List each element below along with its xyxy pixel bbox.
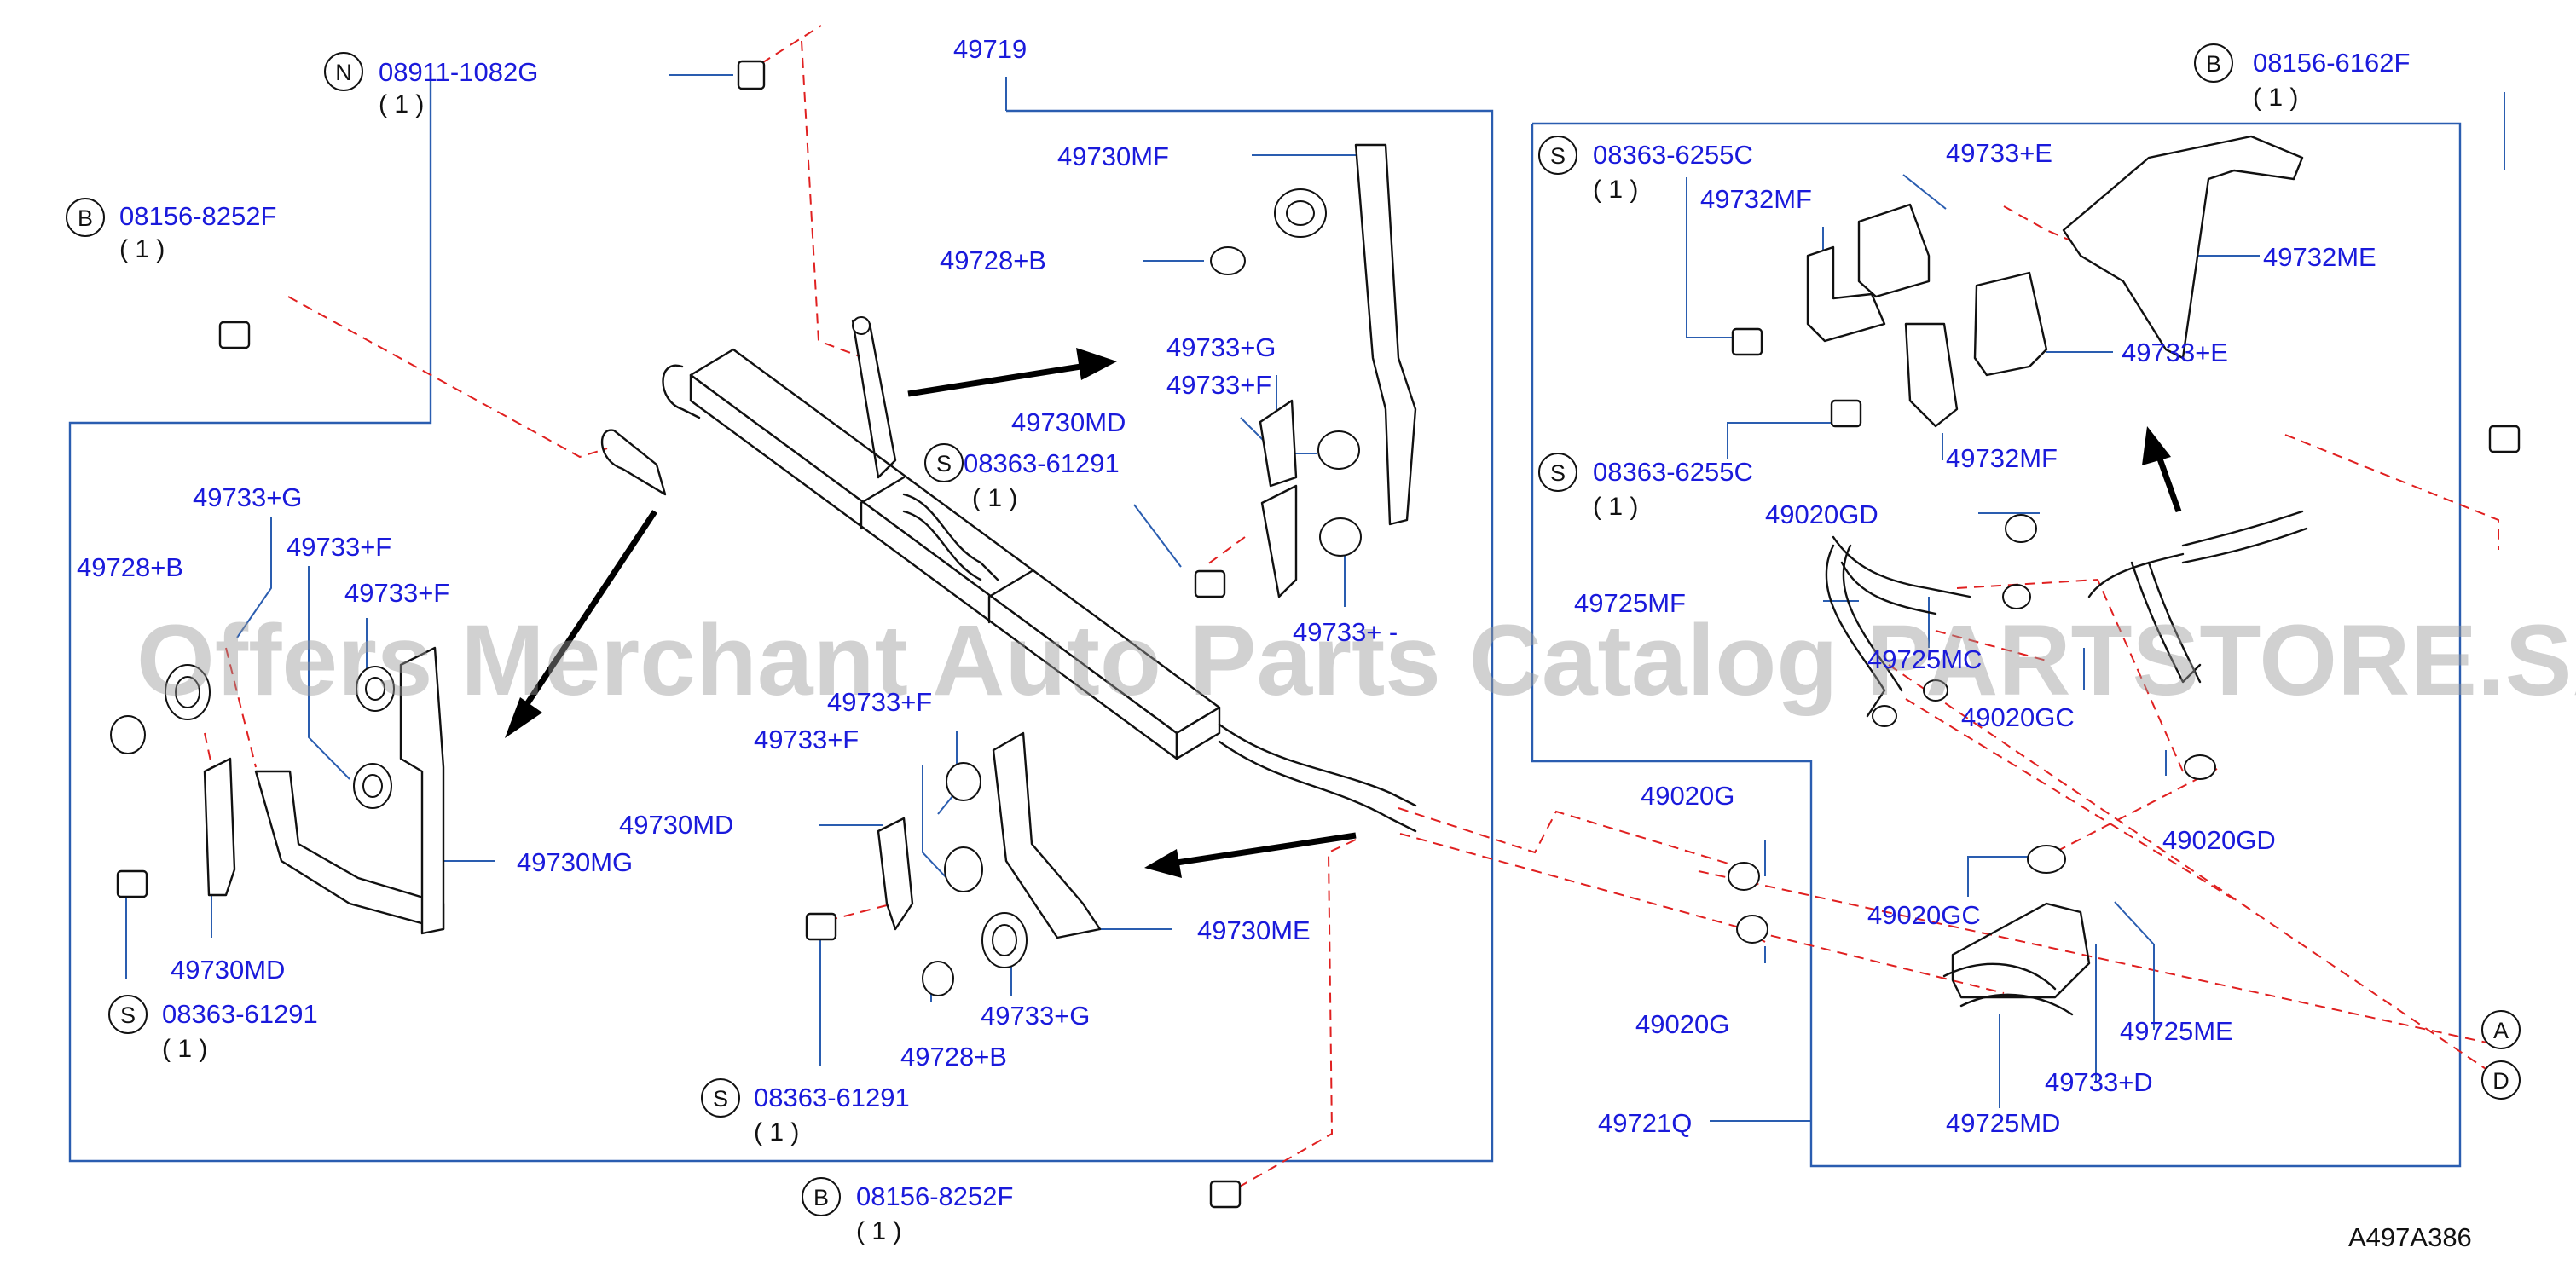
label-49730md-left: 49730MD [171,955,285,985]
watermark: Offers Merchant Auto Parts Catalog PARTS… [136,604,2576,717]
label-49020gd-upper: 49020GD [1765,500,1878,529]
label-49733f-mid2: 49733+F [754,725,859,754]
letter-b-bottom: B [813,1185,829,1210]
qty-08911-1082g: ( 1 ) [379,90,424,118]
right-clamps [1728,514,2216,944]
letter-s-left: S [120,1002,136,1028]
letter-n: N [335,60,352,85]
letter-s-right-mid: S [1550,460,1566,486]
label-49730mf: 49730MF [1057,142,1169,171]
label-49733f-mid1: 49733+F [827,687,932,717]
left-assembly-labels: 49719 08911-1082G ( 1 ) 08156-8252F ( 1 … [77,34,1398,1245]
label-08363-6255c-top: 08363-6255C [1593,140,1753,170]
left-brackets [203,143,1417,939]
right-assembly-labels: 08156-6162F ( 1 ) 08363-6255C ( 1 ) 4973… [1574,48,2410,1138]
leader-lines [125,74,2505,1122]
qty-08363-61291-left: ( 1 ) [162,1035,207,1063]
label-49728b-left: 49728+B [77,552,183,582]
label-49732me: 49732ME [2263,242,2376,272]
label-49730mg: 49730MG [517,847,633,877]
label-49733e-top: 49733+E [1946,138,2052,168]
label-49732mf-top: 49732MF [1700,184,1812,214]
label-08911-1082g: 08911-1082G [379,57,538,87]
label-49020gc-upper: 49020GC [1961,702,2075,732]
bolts [116,60,2521,1209]
direction-arrows [505,348,2182,878]
letter-b-right: B [2206,51,2221,77]
label-08156-6162f: 08156-6162F [2253,48,2410,78]
label-49733-partial: 49733+ - [1293,617,1398,647]
label-49733f-upper: 49733+F [1166,370,1271,400]
label-08363-6255c-mid: 08363-6255C [1593,457,1753,487]
letter-b-left: B [78,205,93,231]
right-assembly-frame [1531,122,2462,1168]
label-49725me: 49725ME [2120,1016,2233,1046]
left-grommets [110,188,1362,996]
label-49733d: 49733+D [2045,1067,2153,1097]
right-parts [1806,135,2308,1016]
oil-cooler-core [601,319,1417,833]
label-49732mf-mid: 49732MF [1946,443,2058,473]
label-49733e-mid: 49733+E [2122,338,2228,367]
label-49719: 49719 [953,34,1027,64]
label-49733f-left1: 49733+F [287,532,391,562]
qty-08363-6255c-top: ( 1 ) [1593,176,1638,204]
qty-08156-8252f-bottom: ( 1 ) [856,1217,901,1245]
label-49733g-mid: 49733+G [981,1001,1090,1031]
label-08156-8252f-bottom: 08156-8252F [856,1181,1013,1211]
left-assembly-frame [68,73,1494,1163]
label-49020gd-lower: 49020GD [2162,825,2276,855]
label-49725mc: 49725MC [1867,644,1982,674]
label-49728b-mid: 49728+B [900,1042,1007,1071]
qty-08363-61291-mid: ( 1 ) [972,484,1017,512]
qty-08363-61291-bottom: ( 1 ) [754,1118,799,1147]
label-49721q: 49721Q [1598,1108,1692,1138]
qty-08156-8252f-top: ( 1 ) [119,235,165,263]
qty-08363-6255c-mid: ( 1 ) [1593,493,1638,521]
letter-d: D [2492,1068,2509,1094]
label-08363-61291-left: 08363-61291 [162,999,318,1029]
label-49020gc-lower: 49020GC [1867,900,1981,930]
label-49728b-upper: 49728+B [940,245,1046,275]
qty-08156-6162f: ( 1 ) [2253,84,2298,112]
label-49730md-upper: 49730MD [1011,407,1126,437]
diagram-code: A497A386 [2348,1222,2472,1252]
label-49733g-left: 49733+G [193,482,302,512]
label-49730me: 49730ME [1197,916,1311,945]
label-49725md: 49725MD [1946,1108,2060,1138]
label-49020g-upper: 49020G [1641,781,1734,811]
label-08156-8252f-top: 08156-8252F [119,201,276,231]
label-49730md-mid: 49730MD [619,810,733,840]
label-49733f-left2: 49733+F [344,578,449,608]
label-08363-61291-bottom: 08363-61291 [754,1083,910,1112]
letter-s-right-top: S [1550,143,1566,169]
letter-s-bottom: S [713,1086,728,1112]
label-49020g-lower: 49020G [1635,1009,1729,1039]
label-08363-61291-mid: 08363-61291 [964,448,1120,478]
letter-s-mid: S [936,451,952,477]
bracket-bolt-circle [852,316,871,335]
label-49733g-upper: 49733+G [1166,332,1276,362]
label-49725mf: 49725MF [1574,588,1686,618]
letter-a: A [2493,1018,2509,1043]
callout-letters: N B S S S B S S B A D [66,43,2521,1216]
